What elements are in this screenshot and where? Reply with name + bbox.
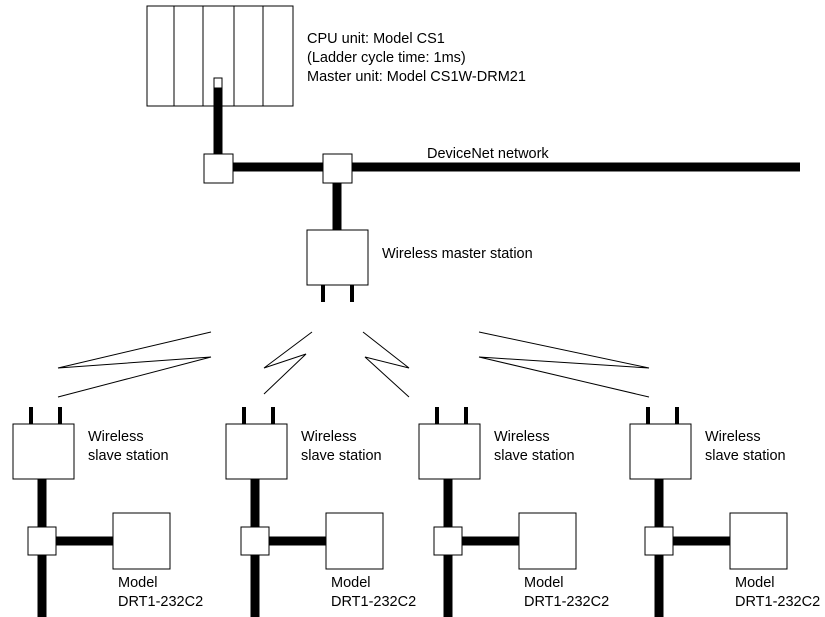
model-label-line-2: DRT1-232C2: [331, 594, 416, 610]
cpu-line-1: CPU unit: Model CS1: [307, 31, 445, 47]
wireless-master-station: [306, 229, 369, 286]
rs232c-terminal: [112, 512, 171, 570]
tap-connector: [433, 526, 463, 556]
slave-label-line-1: Wireless: [301, 429, 357, 445]
slave-label-line-2: slave station: [301, 448, 382, 464]
rs232c-terminal: [729, 512, 788, 570]
wireless-slave-station: [12, 423, 75, 480]
slave-label-line-1: Wireless: [494, 429, 550, 445]
slave-label-line-1: Wireless: [705, 429, 761, 445]
wireless-slave-station: [418, 423, 481, 480]
model-label-line-1: Model: [331, 575, 371, 591]
tap-connector: [203, 153, 234, 184]
master-unit-connector: [213, 77, 223, 89]
radio-link-zigzag: [57, 331, 212, 398]
model-label-line-2: DRT1-232C2: [524, 594, 609, 610]
tap-connector: [27, 526, 57, 556]
model-label-line-2: DRT1-232C2: [735, 594, 820, 610]
slave-label-line-2: slave station: [705, 448, 786, 464]
tap-connector: [322, 153, 353, 184]
model-label-line-1: Model: [524, 575, 564, 591]
network-label: DeviceNet network: [427, 146, 549, 162]
wireless-slave-station: [629, 423, 692, 480]
radio-link-zigzag: [362, 331, 410, 398]
rs232c-terminal: [325, 512, 384, 570]
wireless-slave-station: [225, 423, 288, 480]
cpu-line-3: Master unit: Model CS1W-DRM21: [307, 69, 526, 85]
radio-link-zigzag: [263, 331, 313, 395]
model-label-line-1: Model: [118, 575, 158, 591]
master-station-label: Wireless master station: [382, 246, 533, 262]
cpu-description: CPU unit: Model CS1 (Ladder cycle time: …: [307, 31, 526, 85]
rs232c-terminal: [518, 512, 577, 570]
model-label-line-2: DRT1-232C2: [118, 594, 203, 610]
cpu-line-2: (Ladder cycle time: 1ms): [307, 50, 466, 66]
slave-label-line-2: slave station: [88, 448, 169, 464]
model-label-line-1: Model: [735, 575, 775, 591]
slave-label-line-2: slave station: [494, 448, 575, 464]
tap-connector: [644, 526, 674, 556]
radio-link-zigzag: [478, 331, 650, 398]
slave-label-line-1: Wireless: [88, 429, 144, 445]
tap-connector: [240, 526, 270, 556]
